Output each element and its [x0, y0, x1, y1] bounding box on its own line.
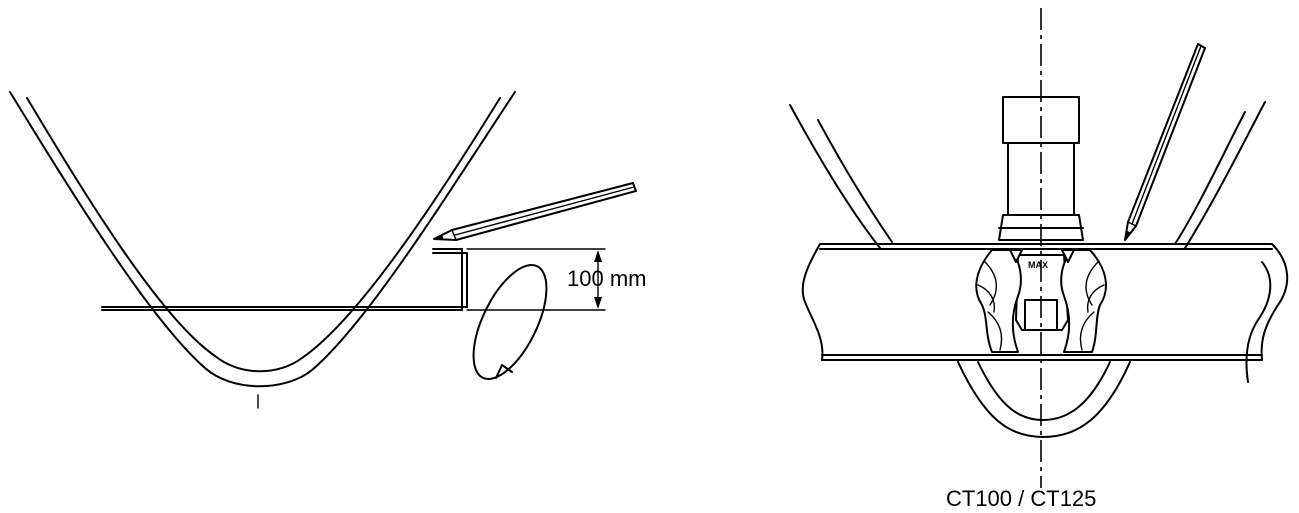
- tank-wall-left-inner: [817, 119, 893, 243]
- rotation-arrow-icon: [472, 264, 548, 380]
- step-riser-inner: [432, 252, 468, 308]
- tube-break-right-hatch: [1245, 261, 1272, 383]
- tube-break-right: [1260, 243, 1289, 361]
- tank-wall-right-outer: [1184, 101, 1266, 249]
- pencil-icon: [1124, 43, 1206, 241]
- step-riser: [432, 248, 463, 311]
- left-figure: 100 mm: [9, 91, 646, 409]
- tank-outer-wall: [9, 91, 516, 388]
- tank-wall-left-outer: [789, 104, 881, 249]
- right-figure: MAX CT100 / CT125: [789, 8, 1289, 511]
- model-label: CT100 / CT125: [946, 486, 1096, 511]
- tank-wall-right-inner: [1174, 111, 1246, 245]
- tank-inner-wall: [26, 97, 501, 373]
- dimension-label: 100 mm: [567, 266, 646, 291]
- dim-arrow-bottom: [594, 297, 602, 309]
- tank-bottom-inner: [977, 361, 1111, 421]
- dim-arrow-top: [594, 250, 602, 262]
- tank-bottom-outer: [957, 361, 1131, 438]
- impeller-mark: MAX: [1028, 260, 1048, 270]
- tube-break-left: [801, 243, 824, 361]
- pencil-icon: [433, 182, 637, 241]
